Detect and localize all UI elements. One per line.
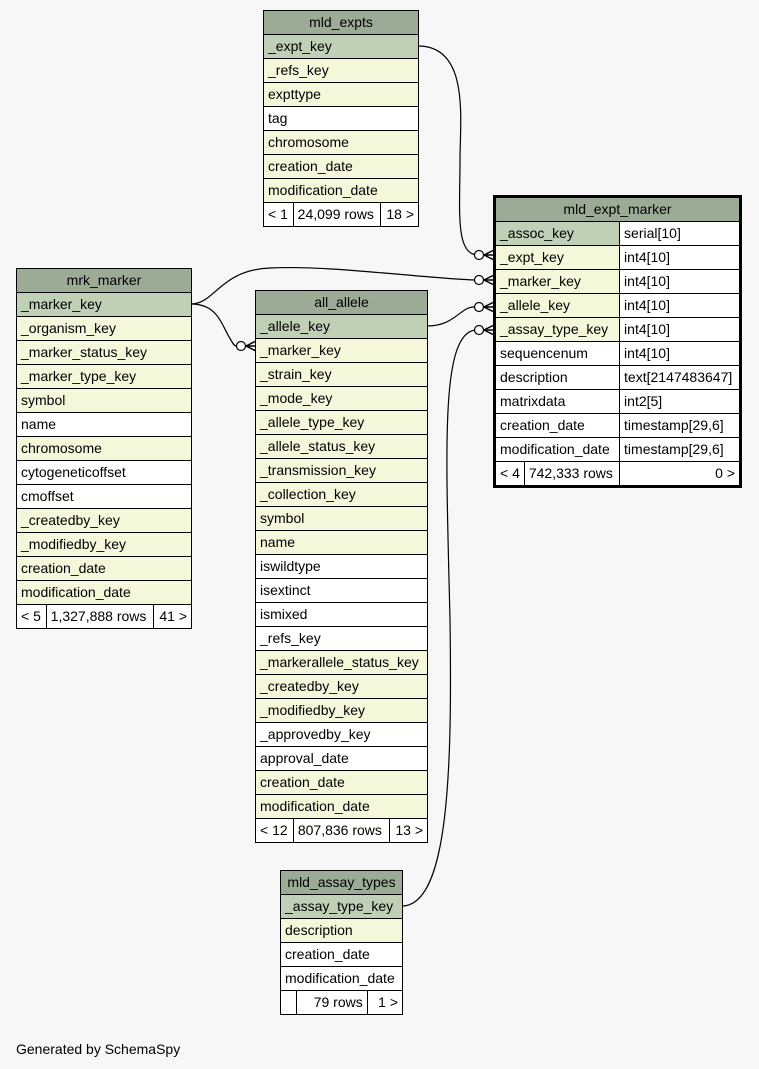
edge-marker-to-allele xyxy=(190,303,237,347)
column-row[interactable]: cmoffset xyxy=(16,484,192,509)
column-row[interactable]: _assay_type_key xyxy=(280,894,403,919)
column-type: int4[10] xyxy=(619,293,741,318)
column-name[interactable]: _assay_type_key xyxy=(493,317,621,342)
column-type: int4[10] xyxy=(619,341,741,366)
column-name[interactable]: sequencenum xyxy=(493,341,621,366)
column-name[interactable]: _allele_key xyxy=(493,293,621,318)
table-title[interactable]: mrk_marker xyxy=(16,268,192,293)
row-count: 807,836 rows xyxy=(292,818,391,843)
column-name[interactable]: description xyxy=(493,365,621,390)
column-row[interactable]: _markerallele_status_key xyxy=(255,650,428,675)
table-mld-expts[interactable]: mld_expts _expt_key _refs_key expttype t… xyxy=(263,10,419,227)
column-name[interactable]: creation_date xyxy=(493,413,621,438)
column-name[interactable]: _marker_key xyxy=(493,269,621,294)
column-row[interactable]: creation_date xyxy=(16,556,192,581)
column-type: int2[5] xyxy=(619,389,741,414)
children-link[interactable]: 0 > xyxy=(619,461,741,487)
column-row[interactable]: _createdby_key xyxy=(255,674,428,699)
column-row[interactable]: isextinct xyxy=(255,578,428,603)
column-row[interactable]: name xyxy=(16,412,192,437)
column-row[interactable]: _strain_key xyxy=(255,362,428,387)
column-row[interactable]: creation_date xyxy=(280,942,403,967)
column-row[interactable]: iswildtype xyxy=(255,554,428,579)
parents-link[interactable]: < 1 xyxy=(263,202,294,227)
column-name[interactable]: matrixdata xyxy=(493,389,621,414)
table-title[interactable]: all_allele xyxy=(255,290,428,315)
column-name[interactable]: _assoc_key xyxy=(493,221,621,246)
row-count: 1,327,888 rows xyxy=(45,604,155,629)
column-name[interactable]: _expt_key xyxy=(493,245,621,270)
column-row[interactable]: _createdby_key xyxy=(16,508,192,533)
edge-optional-circle xyxy=(235,340,247,352)
column-row[interactable]: tag xyxy=(263,106,419,131)
column-row[interactable]: symbol xyxy=(16,388,192,413)
row-count: 742,333 rows xyxy=(523,461,621,487)
table-mld-assay-types[interactable]: mld_assay_types _assay_type_key descript… xyxy=(280,870,404,1015)
column-row[interactable]: creation_date xyxy=(255,770,428,795)
column-row[interactable]: _transmission_key xyxy=(255,458,428,483)
column-type: timestamp[29,6] xyxy=(619,437,741,462)
column-row[interactable]: ismixed xyxy=(255,602,428,627)
column-row[interactable]: expttype xyxy=(263,82,419,107)
column-type: text[2147483647] xyxy=(619,365,741,390)
column-row[interactable]: modification_date xyxy=(280,966,403,991)
parents-link xyxy=(280,990,297,1015)
column-row[interactable]: _expt_key xyxy=(263,34,419,59)
children-link[interactable]: 1 > xyxy=(366,990,404,1015)
parents-link[interactable]: < 4 xyxy=(494,461,525,487)
column-row[interactable]: chromosome xyxy=(16,436,192,461)
column-row[interactable]: _approvedby_key xyxy=(255,722,428,747)
column-row[interactable]: _marker_key xyxy=(16,292,192,317)
column-row[interactable]: name xyxy=(255,530,428,555)
column-type: serial[10] xyxy=(619,221,741,246)
row-count: 24,099 rows xyxy=(292,202,382,227)
column-row[interactable]: approval_date xyxy=(255,746,428,771)
column-row[interactable]: creation_date xyxy=(263,154,419,179)
table-mrk-marker[interactable]: mrk_marker _marker_key _organism_key _ma… xyxy=(16,268,192,629)
column-type: int4[10] xyxy=(619,269,741,294)
children-link[interactable]: 13 > xyxy=(389,818,428,843)
column-row[interactable]: _modifiedby_key xyxy=(255,698,428,723)
edge-optional-circle xyxy=(473,301,485,313)
column-row[interactable]: _mode_key xyxy=(255,386,428,411)
column-row[interactable]: chromosome xyxy=(263,130,419,155)
table-all-allele[interactable]: all_allele _allele_key _marker_key _stra… xyxy=(255,290,428,843)
row-count: 79 rows xyxy=(296,990,368,1015)
column-row[interactable]: _marker_key xyxy=(255,338,428,363)
column-row[interactable]: modification_date xyxy=(263,178,419,203)
parents-link[interactable]: < 12 xyxy=(255,818,294,843)
column-type: int4[10] xyxy=(619,245,741,270)
column-row[interactable]: _marker_status_key xyxy=(16,340,192,365)
edge-optional-circle xyxy=(473,274,485,286)
column-row[interactable]: symbol xyxy=(255,506,428,531)
table-title[interactable]: mld_expt_marker xyxy=(494,196,741,222)
column-type: timestamp[29,6] xyxy=(619,413,741,438)
column-row[interactable]: _organism_key xyxy=(16,316,192,341)
column-row[interactable]: cytogeneticoffset xyxy=(16,460,192,485)
column-row[interactable]: _modifiedby_key xyxy=(16,532,192,557)
column-row[interactable]: description xyxy=(280,918,403,943)
edge-optional-circle xyxy=(473,249,485,261)
column-row[interactable]: _refs_key xyxy=(263,58,419,83)
column-type: int4[10] xyxy=(619,317,741,342)
column-row[interactable]: _allele_type_key xyxy=(255,410,428,435)
edge-allele-to-expt-marker xyxy=(426,306,475,327)
column-name[interactable]: modification_date xyxy=(493,437,621,462)
children-link[interactable]: 18 > xyxy=(380,202,419,227)
edge-expts-to-expt-marker xyxy=(417,45,479,256)
column-row[interactable]: modification_date xyxy=(255,794,428,819)
column-row[interactable]: modification_date xyxy=(16,580,192,605)
column-row[interactable]: _allele_key xyxy=(255,314,428,339)
column-row[interactable]: _allele_status_key xyxy=(255,434,428,459)
children-link[interactable]: 41 > xyxy=(153,604,192,629)
table-title[interactable]: mld_assay_types xyxy=(280,870,403,895)
parents-link[interactable]: < 5 xyxy=(16,604,47,629)
edge-optional-circle xyxy=(473,324,485,336)
column-row[interactable]: _refs_key xyxy=(255,626,428,651)
table-title[interactable]: mld_expts xyxy=(263,10,419,35)
generated-by-note: Generated by SchemaSpy xyxy=(16,1041,181,1057)
column-row[interactable]: _marker_type_key xyxy=(16,364,192,389)
column-row[interactable]: _collection_key xyxy=(255,482,428,507)
